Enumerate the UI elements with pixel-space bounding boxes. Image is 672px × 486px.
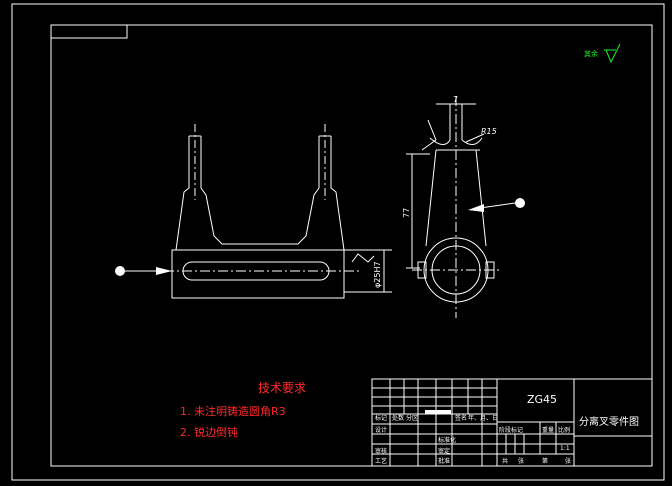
tb-row-design: 设计 <box>375 427 388 434</box>
tb-row-process: 工艺 <box>375 458 388 465</box>
top-left-tag-box <box>50 24 128 39</box>
side-view-pointer <box>468 198 525 212</box>
part-name-label: 分离叉零件图 <box>579 415 639 428</box>
tb-row-review: 审核 <box>375 448 388 455</box>
dim-r15-label: R15 <box>481 127 497 136</box>
material-label: ZG45 <box>527 393 557 406</box>
inner-frame <box>50 24 653 467</box>
tb-header-count: 处数 <box>392 415 405 422</box>
tb-sheet-number: 第 <box>542 458 549 465</box>
tech-req-item-1: 1. 未注明铸造圆角R3 <box>180 405 286 418</box>
dim-77-label: 77 <box>402 208 411 218</box>
title-block-fill-bar <box>425 410 451 414</box>
tb-sheet-unit-2: 张 <box>565 458 572 465</box>
roughness-symbol-icon <box>604 43 621 64</box>
tb-scale-header-ratio: 比例 <box>558 427 571 434</box>
tech-req-title: 技术要求 <box>258 381 307 395</box>
title-block <box>371 378 653 467</box>
tb-mid-approve: 审定 <box>438 448 451 455</box>
tb-header-sign: 签名 <box>455 415 468 422</box>
tb-sheet-total: 共 <box>502 458 509 465</box>
tb-scale-header-weight: 重量 <box>542 427 555 434</box>
tb-header-mark: 标记 <box>375 415 388 422</box>
side-view <box>406 96 500 318</box>
dim-7-label: 7 <box>453 95 458 104</box>
tb-header-zone: 分区 <box>406 415 419 422</box>
roughness-note: 其余 <box>584 50 598 58</box>
front-view-pointer <box>115 266 172 276</box>
slot-dim-label: φ25H7 <box>373 261 382 288</box>
tb-scale-header-stage: 阶段标记 <box>499 427 524 434</box>
tb-mid-standard: 标准化 <box>438 437 457 444</box>
outer-frame <box>11 3 665 481</box>
tech-req-item-2: 2. 锐边倒钝 <box>180 426 238 439</box>
tb-sheet-unit-1: 张 <box>518 458 525 465</box>
front-view <box>164 124 392 299</box>
tb-header-date: 年、月、日 <box>468 415 499 422</box>
tb-mid-ratify: 批准 <box>438 458 451 465</box>
tb-scale-value: 1:1 <box>560 445 570 452</box>
